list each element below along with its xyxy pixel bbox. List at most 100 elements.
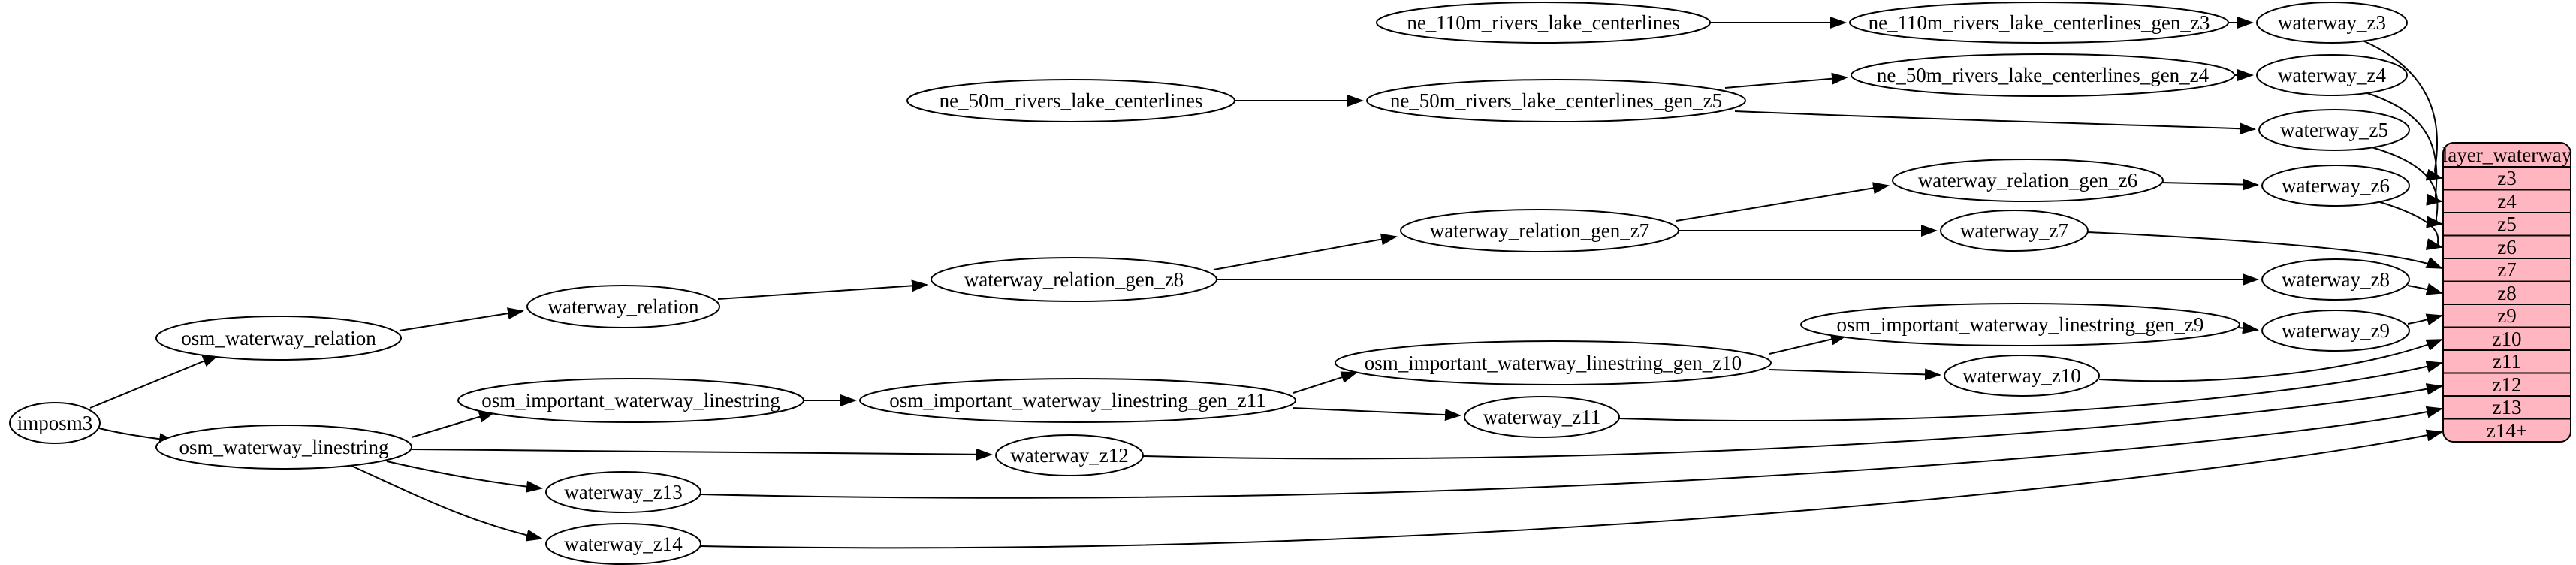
edges: [89, 17, 2443, 549]
edge-waterway_relation-waterway_relation_gen_z8: [717, 279, 928, 300]
layer-waterway-table: layer_waterway z3 z4 z5 z6 z7 z8 z9 z10 …: [2442, 142, 2572, 443]
edge-waterway_z5-row_z5: [2371, 147, 2443, 228]
node-waterway_relation-label: waterway_relation: [548, 295, 699, 318]
edge-waterway_z14-row_z14: [700, 429, 2443, 549]
table-row-z6: z6: [2497, 236, 2516, 258]
table-row-z12: z12: [2493, 373, 2522, 396]
edge-gen_z10-gen_z9: [1769, 333, 1848, 355]
node-imposm3-shape: [9, 402, 101, 444]
table-row-z13: z13: [2493, 396, 2522, 418]
node-osm_important_waterway_linestring_gen_z11-label: osm_important_waterway_linestring_gen_z1…: [889, 389, 1265, 412]
node-waterway_z11-shape: [1464, 396, 1620, 438]
node-osm_important_waterway_linestring-label: osm_important_waterway_linestring: [481, 389, 780, 412]
node-waterway_z14-shape: [545, 523, 701, 565]
edge-waterway_relation_gen_z7-waterway_relation_gen_z6: [1676, 182, 1890, 222]
node-waterway_relation_gen_z8-label: waterway_relation_gen_z8: [964, 268, 1184, 291]
node-ne_110m_rivers_lake_centerlines-label: ne_110m_rivers_lake_centerlines: [1407, 11, 1679, 34]
node-waterway_z4-shape: [2256, 54, 2408, 96]
edge-osm_waterway_linestring-osm_important_waterway_linestring: [411, 411, 496, 438]
edge-gen_z10-waterway_z10: [1769, 368, 1941, 381]
node-ne_50m_rivers_lake_centerlines_gen_z5: ne_50m_rivers_lake_centerlines_gen_z5: [1366, 79, 1746, 122]
node-osm_important_waterway_linestring_gen_z9-label: osm_important_waterway_linestring_gen_z9: [1837, 313, 2204, 336]
node-ne_50m_rivers_lake_centerlines_gen_z4-label: ne_50m_rivers_lake_centerlines_gen_z4: [1877, 64, 2210, 86]
table-row-z8: z8: [2497, 282, 2516, 304]
node-waterway_z14: waterway_z14: [545, 523, 701, 565]
edge-waterway_z12-row_z12: [1142, 383, 2443, 460]
node-waterway_z12-shape: [995, 434, 1144, 476]
edge-osm_waterway_linestring-waterway_z13: [386, 461, 543, 493]
table-row-z7: z7: [2497, 258, 2516, 281]
node-osm_important_waterway_linestring_gen_z11-shape: [859, 378, 1296, 423]
edge-gen_z9-waterway_z9: [2238, 322, 2259, 334]
edge-gen_z5-gen_z4: [1724, 72, 1848, 89]
node-waterway_z6-label: waterway_z6: [2282, 174, 2390, 197]
edge-waterway_relation_gen_z6-waterway_z6: [2161, 178, 2259, 191]
node-waterway_z11: waterway_z11: [1464, 396, 1620, 438]
table-row-z10: z10: [2493, 328, 2522, 350]
node-waterway_z10: waterway_z10: [1944, 355, 2100, 397]
node-waterway_z13-shape: [545, 471, 701, 513]
edge-waterway_relation_gen_z8-waterway_relation_gen_z7: [1213, 233, 1398, 270]
node-osm_waterway_linestring-shape: [155, 425, 412, 470]
node-waterway_relation_gen_z6: waterway_relation_gen_z6: [1892, 159, 2164, 202]
node-waterway_relation_gen_z7: waterway_relation_gen_z7: [1400, 209, 1679, 252]
node-waterway_z9: waterway_z9: [2261, 310, 2410, 352]
node-waterway_z6: waterway_z6: [2261, 165, 2410, 207]
node-waterway_z7-shape: [1940, 210, 2089, 252]
node-osm_important_waterway_linestring: osm_important_waterway_linestring: [457, 378, 804, 423]
node-waterway_z13-label: waterway_z13: [564, 481, 682, 503]
node-osm_important_waterway_linestring_gen_z9-shape: [1800, 303, 2240, 346]
node-ne_50m_rivers_lake_centerlines_gen_z5-shape: [1366, 79, 1746, 122]
node-waterway_z4-label: waterway_z4: [2278, 64, 2386, 86]
edge-waterway_z8-row_z8: [2407, 283, 2443, 295]
node-waterway_relation: waterway_relation: [526, 285, 720, 328]
node-osm_waterway_relation-shape: [155, 316, 402, 361]
edge-osm_waterway_relation-waterway_relation: [399, 307, 524, 331]
table-row-z5: z5: [2497, 213, 2516, 235]
node-waterway_z9-label: waterway_z9: [2282, 319, 2390, 342]
edge-waterway_z13-row_z13: [700, 406, 2443, 499]
edge-gen_z11-waterway_z11: [1292, 407, 1461, 421]
node-osm_waterway_linestring: osm_waterway_linestring: [155, 425, 412, 470]
node-waterway_relation_gen_z7-label: waterway_relation_gen_z7: [1430, 219, 1649, 242]
node-waterway_z3: waterway_z3: [2256, 2, 2408, 44]
node-waterway_relation_gen_z6-shape: [1892, 159, 2164, 202]
table-row-z11: z11: [2493, 350, 2521, 373]
edge-gen_z11-gen_z10: [1293, 371, 1358, 394]
node-waterway_z9-shape: [2261, 310, 2410, 352]
node-imposm3: imposm3: [9, 402, 101, 444]
node-waterway_relation_gen_z7-shape: [1400, 209, 1679, 252]
node-ne_50m_rivers_lake_centerlines_gen_z4: ne_50m_rivers_lake_centerlines_gen_z4: [1851, 53, 2235, 97]
node-osm_important_waterway_linestring_gen_z10-shape: [1335, 340, 1772, 385]
table-row-z9: z9: [2497, 304, 2516, 327]
node-osm_important_waterway_linestring_gen_z10: osm_important_waterway_linestring_gen_z1…: [1335, 340, 1772, 385]
table-row-z4: z4: [2497, 190, 2517, 213]
node-osm_important_waterway_linestring-shape: [457, 378, 804, 423]
edge-osm_waterway_linestring-waterway_z14: [351, 465, 543, 542]
node-ne_50m_rivers_lake_centerlines: ne_50m_rivers_lake_centerlines: [906, 79, 1235, 122]
node-waterway_z6-shape: [2261, 165, 2410, 207]
node-waterway_z3-shape: [2256, 2, 2408, 44]
node-waterway_z12: waterway_z12: [995, 434, 1144, 476]
node-waterway_z5-label: waterway_z5: [2280, 119, 2388, 141]
edge-waterway_z9-row_z9: [2407, 313, 2443, 325]
node-waterway_z5: waterway_z5: [2258, 109, 2410, 151]
node-waterway_relation_gen_z8: waterway_relation_gen_z8: [931, 257, 1217, 302]
node-waterway_relation_gen_z8-shape: [931, 257, 1217, 302]
node-ne_50m_rivers_lake_centerlines_gen_z5-label: ne_50m_rivers_lake_centerlines_gen_z5: [1390, 89, 1722, 112]
table-row-z14plus: z14+: [2487, 419, 2527, 442]
node-waterway_z5-shape: [2258, 109, 2410, 151]
edge-waterway_z6-row_z6: [2377, 201, 2443, 250]
node-ne_50m_rivers_lake_centerlines_gen_z4-shape: [1851, 53, 2235, 97]
node-waterway_z8-shape: [2261, 258, 2410, 301]
edge-gen_z5-waterway_z5: [1734, 110, 2256, 135]
node-imposm3-label: imposm3: [17, 412, 93, 434]
table-title: layer_waterway: [2442, 144, 2572, 166]
node-ne_50m_rivers_lake_centerlines-label: ne_50m_rivers_lake_centerlines: [940, 89, 1203, 112]
layer-waterway-table-outline: [2442, 142, 2571, 443]
node-osm_important_waterway_linestring_gen_z10-label: osm_important_waterway_linestring_gen_z1…: [1365, 352, 1742, 374]
node-osm_important_waterway_linestring_gen_z11: osm_important_waterway_linestring_gen_z1…: [859, 378, 1296, 423]
node-ne_50m_rivers_lake_centerlines-shape: [906, 79, 1235, 122]
node-ne_110m_rivers_lake_centerlines_gen_z3: ne_110m_rivers_lake_centerlines_gen_z3: [1849, 2, 2229, 44]
